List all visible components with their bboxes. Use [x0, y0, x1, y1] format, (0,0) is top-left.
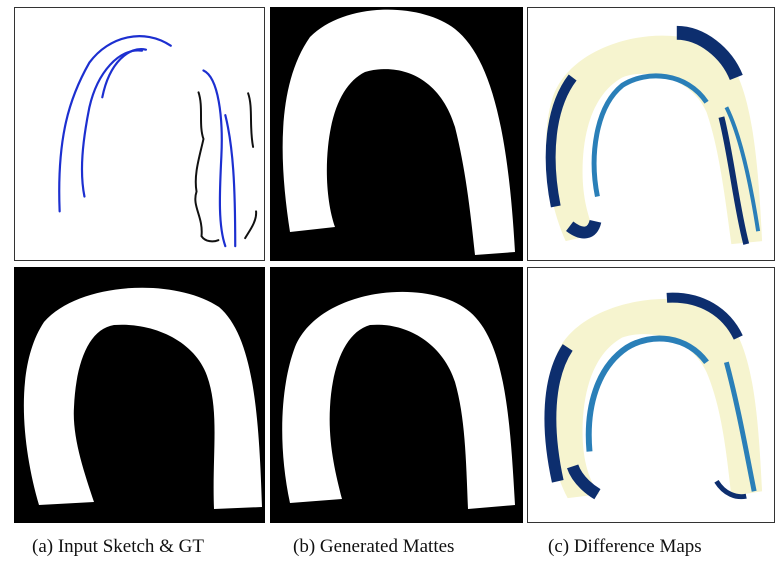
generated-matte-panel-2: [270, 267, 523, 523]
input-sketch-panel: [14, 7, 265, 261]
sketch-stroke-blue: [202, 69, 227, 248]
sketch-stroke-blue: [101, 48, 148, 99]
caption-input-sketch-gt: (a) Input Sketch & GT: [32, 536, 205, 557]
caption-difference-maps: (c) Difference Maps: [548, 536, 702, 557]
difference-heatmap: [545, 25, 763, 245]
matte-shape: [282, 291, 515, 509]
difference-map-panel-1: [527, 7, 775, 261]
sketch-stroke-black: [244, 210, 258, 240]
generated-matte-panel-1: [270, 7, 523, 261]
ground-truth-panel: [14, 267, 265, 523]
heatmap-high-error: [545, 74, 577, 208]
heatmap-high-error: [666, 292, 743, 340]
sketch-strokes: [58, 35, 258, 248]
heatmap-high-error: [714, 479, 747, 500]
heatmap-high-error: [718, 116, 750, 245]
sketch-stroke-black: [194, 91, 220, 243]
sketch-stroke-blue: [224, 114, 237, 248]
difference-map-panel-2: [527, 267, 775, 523]
caption-generated-mattes: (b) Generated Mattes: [293, 536, 455, 557]
heatmap-mid-error: [723, 361, 757, 492]
sketch-stroke-black: [247, 92, 255, 148]
difference-heatmap: [544, 292, 763, 500]
matte-hair: [282, 9, 515, 256]
heatmap-high-error: [676, 25, 743, 81]
heatmap-high-error: [566, 464, 601, 500]
matte-hair-tip: [430, 27, 460, 52]
heatmap-low-error: [548, 298, 763, 499]
matte-hair: [23, 287, 262, 509]
matte-hair: [282, 291, 515, 509]
matte-shape: [282, 9, 515, 256]
heatmap-mid-error: [591, 73, 709, 197]
sketch-stroke-blue: [80, 49, 144, 198]
heatmap-mid-error: [585, 335, 709, 452]
sketch-stroke-blue: [58, 35, 172, 213]
heatmap-mid-error: [724, 106, 761, 232]
matte-shape: [23, 287, 262, 509]
heatmap-high-error: [566, 219, 602, 239]
heatmap-low-error: [545, 35, 763, 245]
heatmap-high-error: [544, 344, 573, 483]
